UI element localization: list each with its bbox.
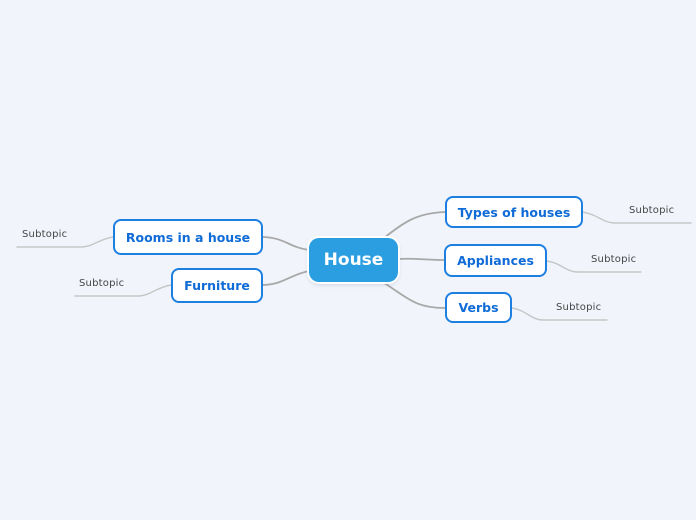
node-rooms-label: Rooms in a house xyxy=(125,229,251,245)
subtopic-of-furniture[interactable]: Subtopic xyxy=(79,278,125,289)
node-verbs[interactable]: Verbs xyxy=(445,292,512,323)
subtopic-of-verbs[interactable]: Subtopic xyxy=(556,302,602,313)
node-house[interactable]: House xyxy=(309,238,398,282)
node-house-label: House xyxy=(323,250,384,270)
node-appliances[interactable]: Appliances xyxy=(444,244,547,277)
node-furniture[interactable]: Furniture xyxy=(171,268,263,303)
node-furniture-label: Furniture xyxy=(184,278,250,293)
connector-house-rooms xyxy=(262,236,310,251)
node-verbs-label: Verbs xyxy=(458,300,499,315)
connector-furniture-subtopic xyxy=(74,284,172,297)
connector-house-appliances xyxy=(397,257,445,261)
subtopic-of-rooms[interactable]: Subtopic xyxy=(22,229,68,240)
connector-house-furniture xyxy=(261,270,310,286)
connector-types-subtopic xyxy=(581,211,692,224)
subtopic-of-types-of-houses[interactable]: Subtopic xyxy=(629,205,675,216)
connector-rooms-subtopic xyxy=(16,236,114,248)
subtopic-of-appliances[interactable]: Subtopic xyxy=(591,254,637,265)
connector-house-types xyxy=(383,211,446,239)
connector-appliances-subtopic xyxy=(546,260,642,273)
node-appliances-label: Appliances xyxy=(457,253,534,268)
node-types-label: Types of houses xyxy=(457,204,571,220)
node-types-of-houses[interactable]: Types of houses xyxy=(445,196,583,228)
node-rooms-in-a-house[interactable]: Rooms in a house xyxy=(113,219,263,255)
connector-house-verbs xyxy=(380,280,446,309)
connector-verbs-subtopic xyxy=(511,307,608,321)
